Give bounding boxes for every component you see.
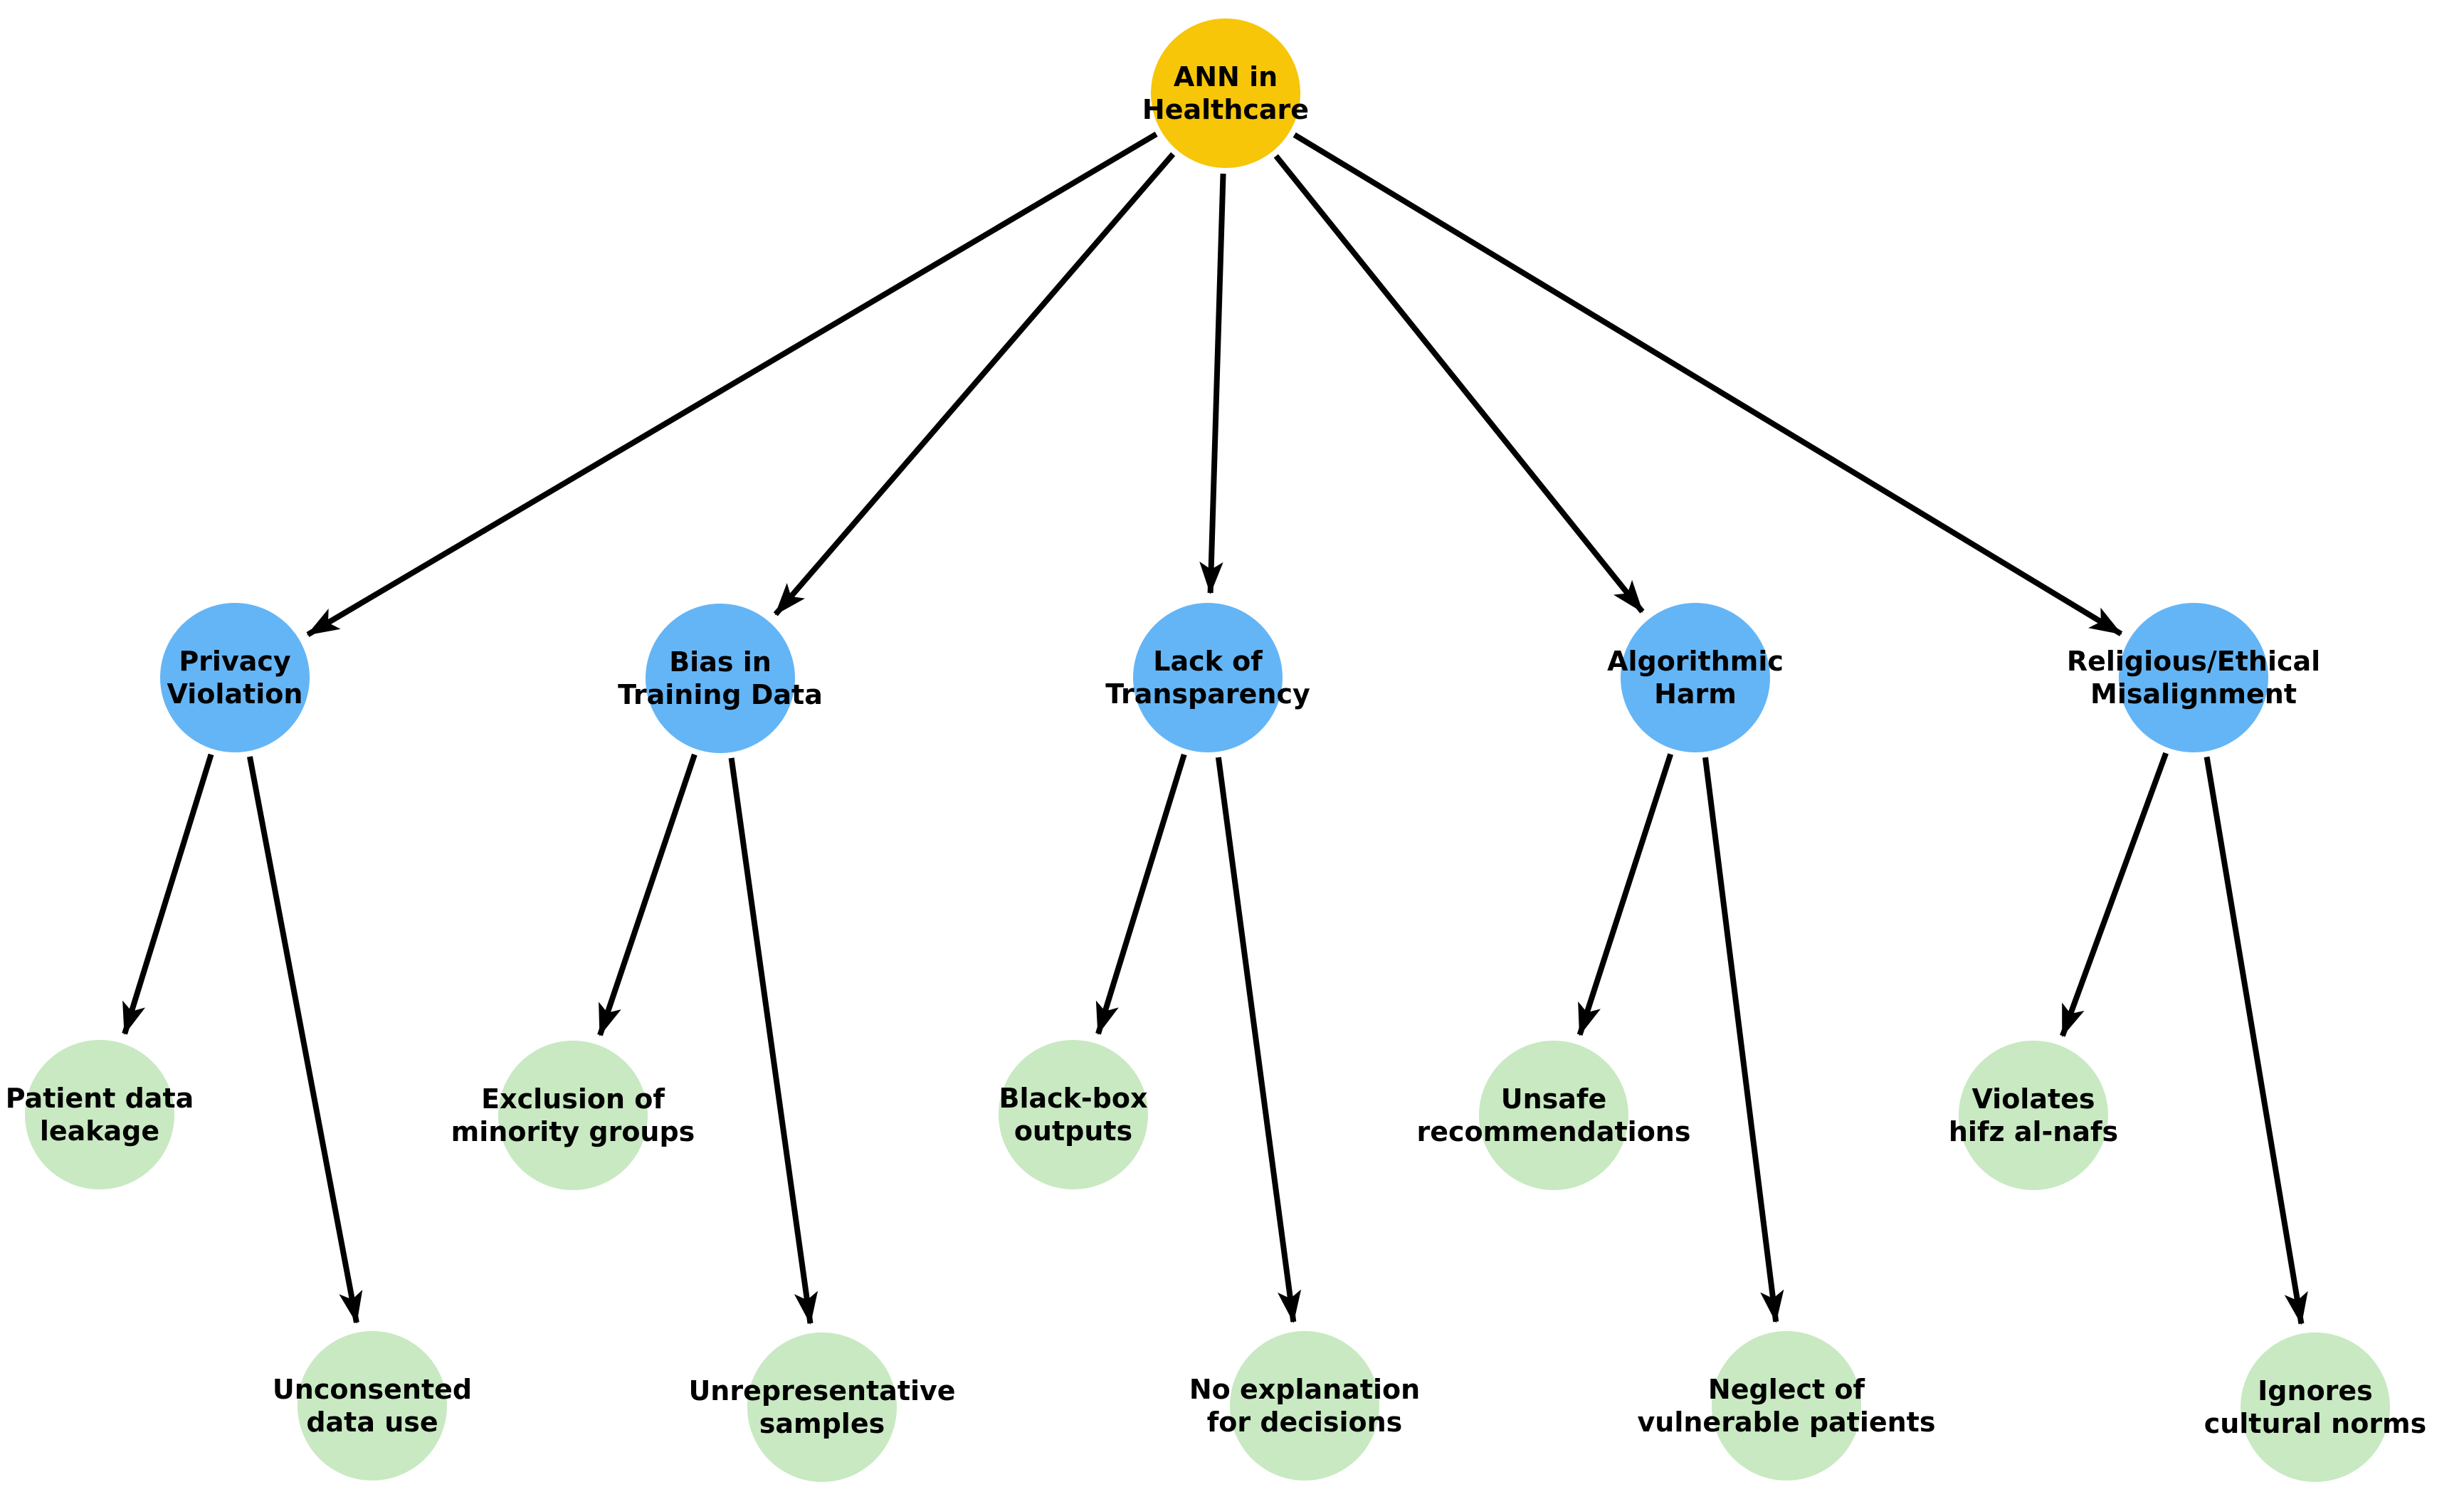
node-circle <box>1230 1331 1379 1481</box>
edge-arrow <box>306 131 1158 637</box>
edge-arrow <box>1273 154 1645 614</box>
edge-arrow <box>1292 132 2123 636</box>
edge-arrow <box>728 757 818 1325</box>
edge-arrow <box>773 152 1176 616</box>
edges-layer <box>122 131 2308 1325</box>
node-circle <box>999 1040 1148 1189</box>
edge-arrow <box>1199 173 1226 594</box>
node-circle <box>25 1040 174 1189</box>
node-circle <box>2241 1332 2390 1482</box>
node-circle <box>747 1332 897 1482</box>
node-circle <box>2119 603 2268 752</box>
node-circle <box>1133 603 1283 752</box>
edge-arrow <box>1702 757 1784 1323</box>
edge-arrow <box>2204 756 2308 1325</box>
node-circle <box>1479 1041 1628 1190</box>
node-circle <box>1712 1331 1861 1481</box>
node-circle <box>1959 1041 2108 1190</box>
edge-arrow <box>1215 757 1302 1323</box>
node-circle <box>498 1041 648 1190</box>
node-circle <box>1151 19 1300 168</box>
node-circle <box>1621 603 1770 752</box>
edge-arrow <box>597 753 697 1037</box>
edge-arrow <box>1576 753 1674 1036</box>
edge-arrow <box>247 756 363 1324</box>
edge-arrow <box>122 753 214 1036</box>
node-circle <box>298 1331 447 1481</box>
edge-arrow <box>2060 752 2169 1038</box>
node-circle <box>646 604 795 753</box>
edge-arrow <box>1095 753 1187 1036</box>
node-circle <box>160 603 310 752</box>
